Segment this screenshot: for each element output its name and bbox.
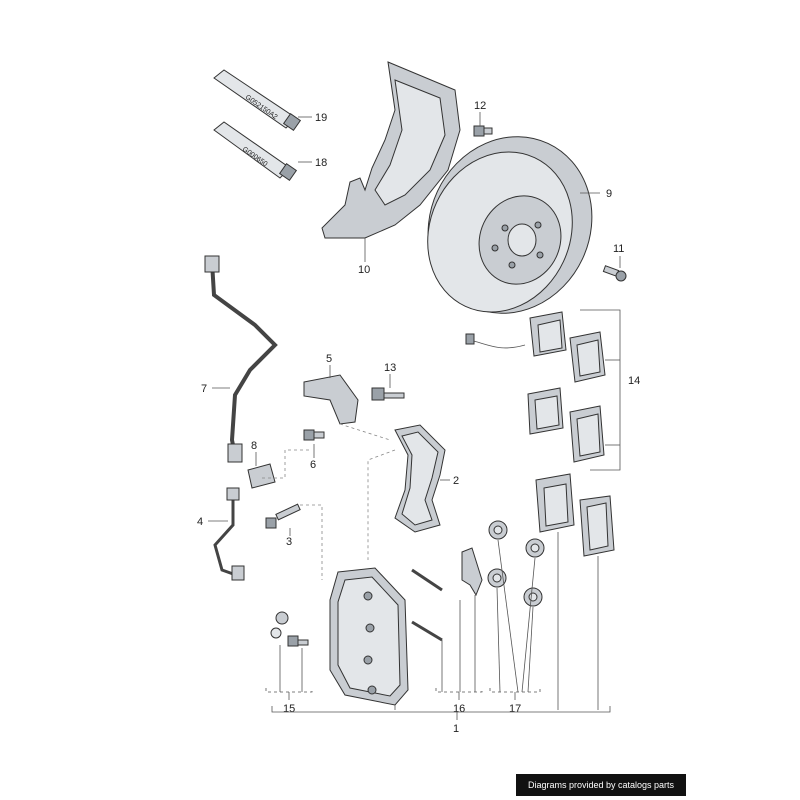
label-16: 16 bbox=[453, 703, 465, 715]
bolt-13: 13 bbox=[371, 362, 405, 401]
label-7: 7 bbox=[201, 383, 207, 395]
label-3: 3 bbox=[286, 536, 292, 548]
label-11: 11 bbox=[613, 243, 624, 255]
seals-17: 17 bbox=[487, 520, 545, 715]
brake-disc-9: 9 bbox=[427, 136, 612, 314]
clip-8: 8 bbox=[247, 440, 310, 489]
screw-11: 11 bbox=[602, 243, 627, 282]
label-2: 2 bbox=[453, 475, 459, 487]
label-5: 5 bbox=[326, 353, 332, 365]
label-10: 10 bbox=[358, 264, 370, 276]
label-9: 9 bbox=[606, 188, 612, 200]
label-6: 6 bbox=[310, 459, 316, 471]
assembly-bracket-1: 1 bbox=[271, 706, 611, 735]
caliper-carrier-2: 2 bbox=[367, 424, 459, 560]
label-15: 15 bbox=[283, 703, 295, 715]
bracket-5: 5 bbox=[303, 353, 391, 441]
brake-pads-lower bbox=[535, 473, 615, 710]
pins-spring-16: 16 bbox=[411, 547, 483, 715]
attribution-banner: Diagrams provided by catalogs parts bbox=[516, 774, 686, 796]
label-18: 18 bbox=[315, 157, 327, 169]
label-14: 14 bbox=[628, 375, 640, 387]
bleed-screws-15: 15 bbox=[265, 611, 313, 715]
bolt-6: 6 bbox=[303, 429, 325, 471]
label-8: 8 bbox=[251, 440, 257, 452]
label-19: 19 bbox=[315, 112, 327, 124]
label-1: 1 bbox=[453, 723, 459, 735]
grease-tube-19: G052150A2 19 bbox=[213, 69, 327, 132]
bolt-12: 12 bbox=[473, 100, 493, 137]
label-17: 17 bbox=[509, 703, 521, 715]
brake-hose-7: 7 bbox=[201, 255, 278, 463]
label-13: 13 bbox=[384, 362, 396, 374]
label-4: 4 bbox=[197, 516, 203, 528]
bolt-3: 3 bbox=[265, 503, 323, 580]
label-12: 12 bbox=[474, 100, 486, 112]
brake-pipe-4: 4 bbox=[197, 487, 245, 581]
brake-caliper bbox=[329, 567, 409, 710]
grease-tube-18: G000650 18 bbox=[213, 121, 327, 182]
brake-pads-14: 14 bbox=[465, 309, 640, 471]
splash-shield-10: 10 bbox=[321, 61, 461, 276]
